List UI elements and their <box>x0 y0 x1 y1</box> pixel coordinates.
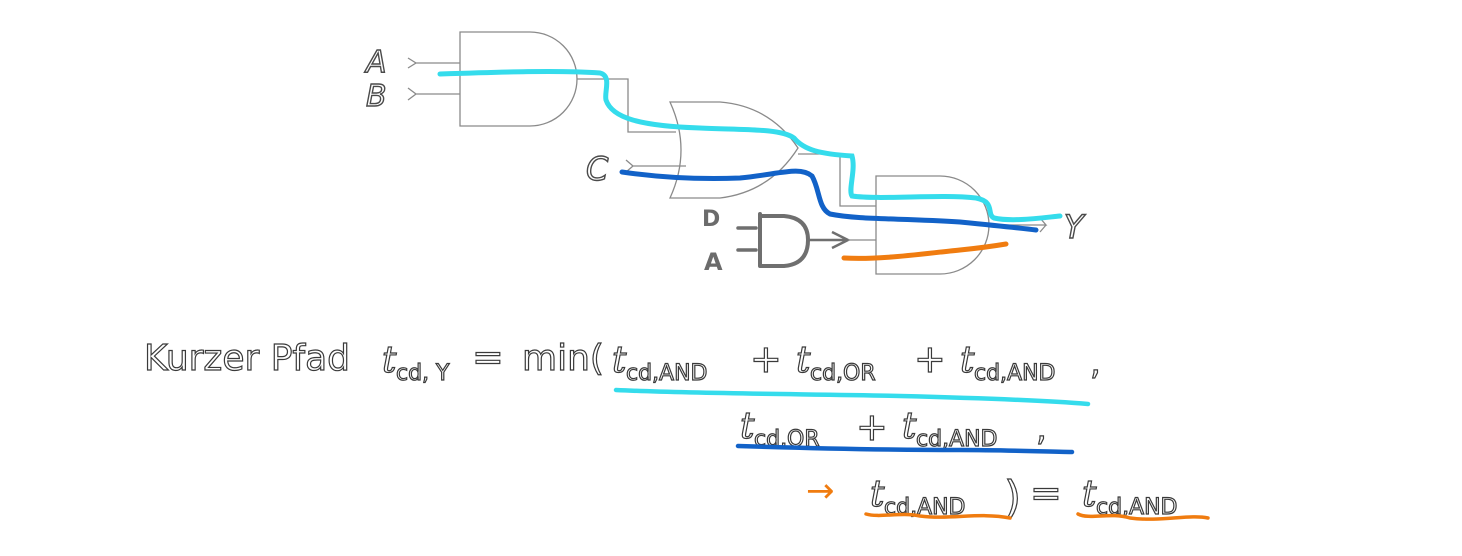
handwritten-output-arrow <box>808 230 851 250</box>
label-input-b: B <box>366 79 387 114</box>
plus-sign: + <box>750 337 782 381</box>
wire-a <box>407 57 460 69</box>
term-subscript: cd,OR <box>810 361 876 386</box>
term-t: t <box>796 340 811 381</box>
close-paren: ) <box>1004 472 1021 523</box>
plus-sign: + <box>914 337 946 381</box>
plus-sign: + <box>856 405 888 449</box>
term-t: t <box>870 474 885 515</box>
lhs-t: t <box>382 340 397 381</box>
handwritten-label-d: D <box>702 207 720 232</box>
wire-c <box>625 159 686 173</box>
term-t: t <box>612 340 627 381</box>
term-subscript: cd,AND <box>626 361 708 386</box>
result-equals: = <box>1030 471 1062 515</box>
lhs-subscript: cd, Y <box>396 361 450 386</box>
formula-label: Kurzer Pfad <box>144 338 350 379</box>
formula-line-2: t cd,OR + t cd,AND , <box>739 404 1047 452</box>
result-subscript: cd,AND <box>1096 495 1178 520</box>
underline-orange-2 <box>1076 512 1210 521</box>
underline-orange-1 <box>864 512 1012 520</box>
underline-blue <box>735 443 1075 455</box>
formula-lhs: t cd, Y = min( <box>381 334 604 386</box>
result-t: t <box>1082 474 1097 515</box>
term-t: t <box>960 340 975 381</box>
comma: , <box>1036 409 1047 449</box>
wire-b <box>407 87 460 101</box>
label-output-y: Y <box>1064 208 1086 246</box>
label-input-c: C <box>586 150 609 188</box>
path-short-orange <box>841 241 1009 261</box>
lhs-equals: = <box>472 335 504 379</box>
underline-cyan <box>613 387 1091 407</box>
min-function: min( <box>522 338 604 379</box>
handwritten-inputs <box>736 226 758 252</box>
comma: , <box>1090 343 1101 383</box>
term-subscript: cd,AND <box>974 361 1056 386</box>
path-mid-blue <box>619 168 1039 233</box>
orange-arrow: → <box>806 471 835 511</box>
label-input-a: A <box>364 45 387 80</box>
or-gate <box>668 101 799 199</box>
handwritten-and-gate <box>758 212 811 268</box>
handwritten-label-a: A <box>704 248 723 276</box>
and-gate-1 <box>459 31 578 127</box>
term-t: t <box>740 406 755 447</box>
path-long-cyan <box>437 68 1063 223</box>
formula-line-3: → t cd,AND ) = t cd,AND <box>806 470 1178 523</box>
formula-line-1: t cd,AND + t cd,OR + t cd,AND , <box>611 336 1101 386</box>
wire-and1-or <box>577 78 676 133</box>
term-t: t <box>902 406 917 447</box>
